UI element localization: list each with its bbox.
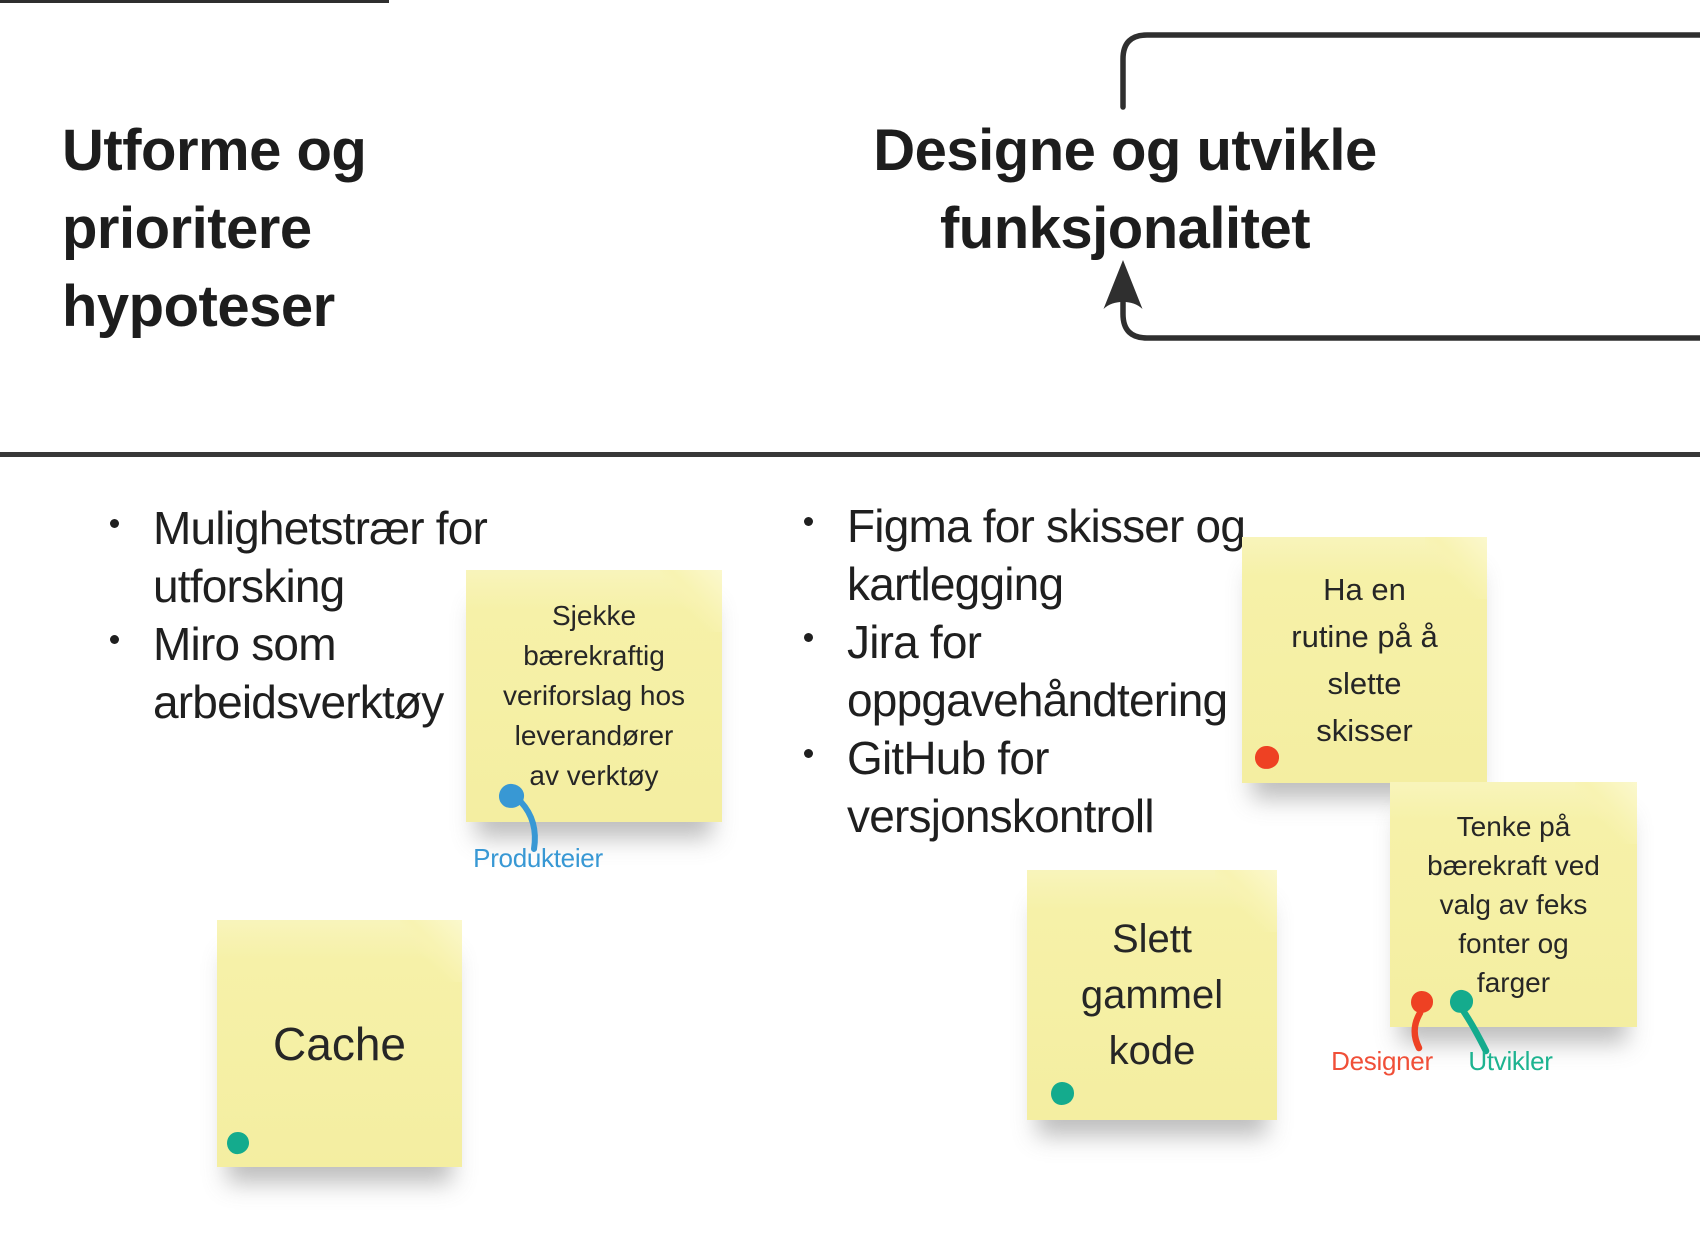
designer-label[interactable]: Designer <box>1331 1046 1433 1076</box>
utvikler-label[interactable]: Utvikler <box>1468 1046 1553 1076</box>
sticky-note-cache[interactable]: Cache <box>217 920 462 1167</box>
cropped-top-edge-line <box>0 0 389 3</box>
sticky-note-text: Cache <box>273 1017 406 1070</box>
utvikler-dot[interactable] <box>1051 1082 1074 1105</box>
produkteier-label[interactable]: Produkteier <box>473 843 603 873</box>
designer-dot[interactable] <box>1411 991 1433 1013</box>
section-divider-line <box>0 452 1700 457</box>
